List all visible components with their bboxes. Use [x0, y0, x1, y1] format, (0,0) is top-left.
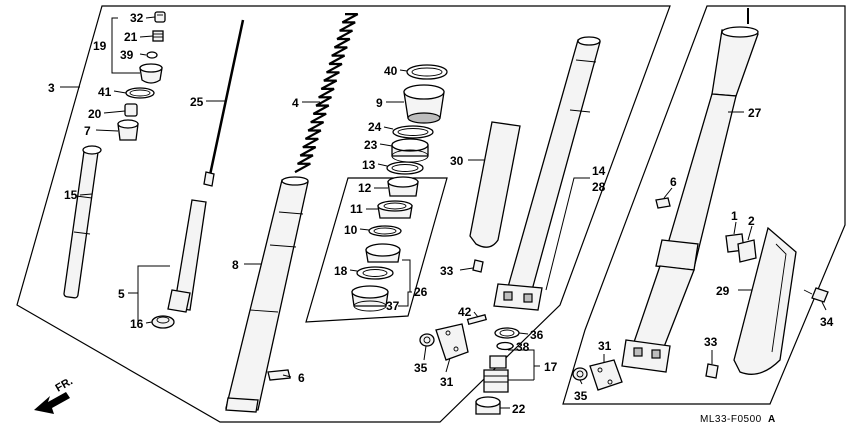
part-22-valve: [475, 396, 501, 415]
part-11-back-up-ring: [377, 200, 413, 219]
callout-26: 26: [414, 285, 428, 299]
callout-35-left: 35: [414, 361, 428, 375]
part-6-clip-right: [655, 197, 671, 209]
drawing-code: ML33-F0500: [700, 414, 762, 425]
callout-15: 15: [64, 188, 78, 202]
part-27-fork-leg-assembly: [621, 8, 759, 373]
callout-10: 10: [344, 223, 358, 237]
part-12-bushing: [387, 176, 419, 197]
callout-35-right: 35: [574, 389, 588, 403]
frame-left-assembly: [16, 5, 671, 423]
callout-33-left: 33: [440, 264, 454, 278]
drawing-code-suffix: A: [768, 414, 776, 425]
part-9-dust-seal: [403, 84, 445, 124]
part-33-bolt-left: [472, 259, 484, 273]
callout-5: 5: [118, 287, 125, 301]
callout-39: 39: [120, 48, 134, 62]
leader-lines: [60, 16, 827, 409]
part-17-compression-adjuster: [483, 355, 509, 393]
callout-11: 11: [350, 202, 363, 216]
callout-14: 14: [592, 164, 606, 178]
callout-28: 28: [592, 180, 606, 194]
part-18-seal: [356, 266, 394, 280]
callout-23: 23: [364, 138, 378, 152]
part-40-oring: [406, 64, 448, 80]
callout-29: 29: [716, 284, 730, 298]
callout-37: 37: [386, 299, 400, 313]
part-26-slide-bushing: [365, 243, 401, 263]
front-direction-arrow: [34, 392, 70, 414]
callout-labels: 32 21 19 39 3 41 20 7 15 5 16 25 4 8 6 4…: [48, 11, 834, 416]
callout-6-right: 6: [670, 175, 677, 189]
part-19-fork-cap: [139, 63, 163, 84]
callout-4: 4: [292, 96, 299, 110]
part-35-nut-right: [572, 367, 588, 381]
callout-3: 3: [48, 81, 55, 95]
part-32-bolt: [154, 11, 166, 23]
callout-41: 41: [98, 85, 112, 99]
part-8-outer-tube: [225, 176, 309, 413]
callout-9: 9: [376, 96, 383, 110]
part-24-stopper-ring: [392, 125, 434, 139]
callout-21: 21: [124, 30, 138, 44]
part-13-ring: [386, 161, 424, 175]
callout-40: 40: [384, 64, 398, 78]
callout-7: 7: [84, 124, 91, 138]
callout-31-left: 31: [440, 375, 454, 389]
callout-20: 20: [88, 107, 102, 121]
part-39-oring: [146, 51, 158, 59]
callout-25: 25: [190, 95, 204, 109]
callout-19: 19: [93, 39, 107, 53]
callout-33-right: 33: [704, 335, 718, 349]
part-16-piston: [151, 315, 175, 329]
callout-6-left: 6: [298, 371, 305, 385]
callout-38: 38: [516, 340, 530, 354]
callout-1: 1: [731, 209, 738, 223]
part-31-holder-right: [589, 359, 623, 391]
callout-34: 34: [820, 315, 834, 329]
callout-8: 8: [232, 258, 239, 272]
part-7-collar: [117, 119, 139, 141]
front-direction-label: FR.: [54, 375, 75, 394]
part-37-seal: [351, 285, 389, 312]
frame-right-assembly: [562, 5, 846, 405]
part-34-bolt: [803, 287, 829, 303]
part-29-fork-guard-right: [733, 226, 797, 375]
callout-22: 22: [512, 402, 526, 416]
part-2-bracket: [737, 239, 757, 263]
part-42-bolt: [466, 313, 488, 326]
part-31-holder-left: [435, 323, 469, 361]
callout-2: 2: [748, 214, 755, 228]
callout-42: 42: [458, 305, 472, 319]
part-23-oil-seal: [391, 138, 429, 163]
part-35-nut-left: [419, 333, 435, 347]
part-14-inner-tube: [507, 36, 601, 291]
part-15-damper-rod: [63, 145, 102, 299]
part-33-bolt-right: [705, 363, 719, 379]
callout-27: 27: [748, 106, 762, 120]
callout-17: 17: [544, 360, 558, 374]
callout-30: 30: [450, 154, 464, 168]
callout-32: 32: [130, 11, 144, 25]
callout-18: 18: [334, 264, 348, 278]
callout-16: 16: [130, 317, 144, 331]
callout-12: 12: [358, 181, 372, 195]
part-38-oring: [496, 341, 514, 351]
callout-36: 36: [530, 328, 544, 342]
part-10-ring: [368, 225, 402, 237]
part-21-adjuster: [152, 30, 164, 42]
part-20-washer: [124, 103, 138, 117]
part-36-washer: [494, 327, 520, 339]
part-25-rod: [203, 19, 245, 187]
part-30-fork-guard: [469, 121, 521, 248]
part-5-cartridge: [167, 199, 207, 313]
callout-31-right: 31: [598, 339, 612, 353]
callout-13: 13: [362, 158, 376, 172]
part-28-axle-holder: [493, 283, 543, 311]
callout-24: 24: [368, 120, 382, 134]
part-6-clip-left: [267, 369, 291, 381]
part-4-fork-spring: [294, 13, 359, 174]
